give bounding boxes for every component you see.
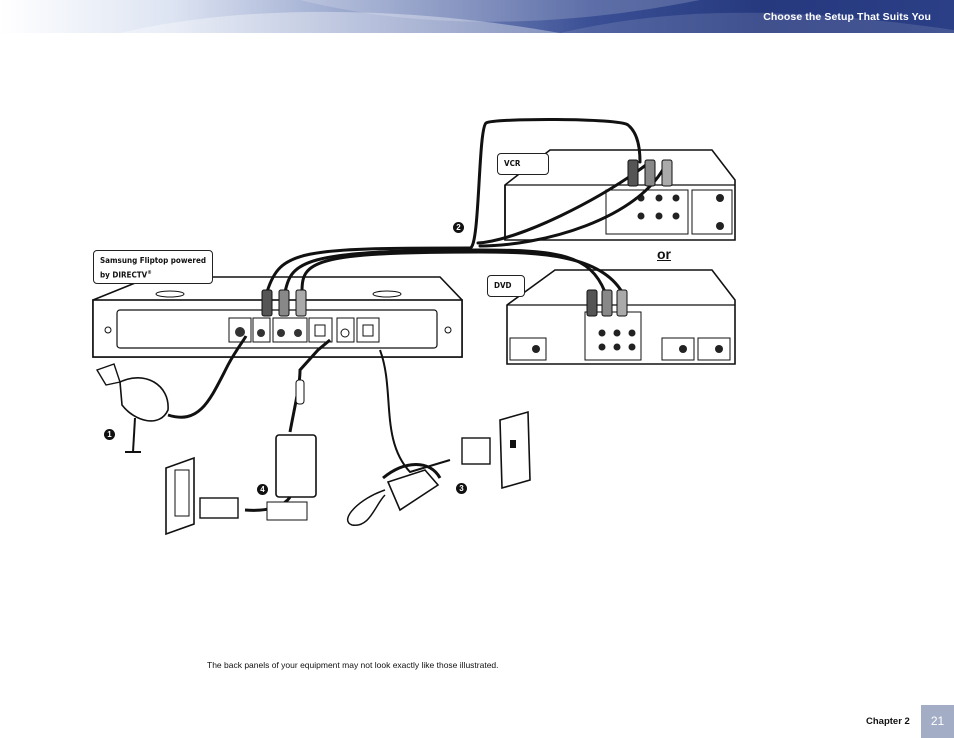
- telephone: [346, 349, 451, 526]
- wall-outlet: [165, 456, 239, 536]
- step-1-marker: 1: [104, 429, 115, 440]
- vcr-label: VCR: [497, 153, 549, 175]
- vcr-device: [504, 149, 736, 241]
- header-band: Choose the Setup That Suits You: [0, 0, 954, 33]
- page-header-title: Choose the Setup That Suits You: [763, 11, 931, 23]
- power-adapter: [244, 338, 331, 521]
- page-number: 21: [921, 705, 954, 738]
- receiver-device: [92, 276, 463, 358]
- footnote: The back panels of your equipment may no…: [207, 660, 499, 670]
- step-2-marker: 2: [453, 222, 464, 233]
- or-label: or: [657, 246, 671, 262]
- av-cables: [265, 117, 669, 294]
- receiver-label-line1: Samsung Fliptop powered: [100, 256, 206, 265]
- step-3-marker: 3: [456, 483, 467, 494]
- phone-wall-jack: [461, 410, 531, 490]
- satellite-dish: [95, 335, 248, 453]
- receiver-label: Samsung Fliptop powered by DIRECTV®: [93, 250, 213, 284]
- step-4-marker: 4: [257, 484, 268, 495]
- dvd-label: DVD: [487, 275, 525, 297]
- header-wave-decoration: [120, 0, 954, 33]
- receiver-label-line2: by DIRECTV: [100, 270, 148, 280]
- registered-mark: ®: [147, 270, 152, 276]
- chapter-label: Chapter 2: [866, 716, 910, 727]
- rca-plugs: [261, 159, 673, 317]
- dvd-device: [506, 269, 736, 365]
